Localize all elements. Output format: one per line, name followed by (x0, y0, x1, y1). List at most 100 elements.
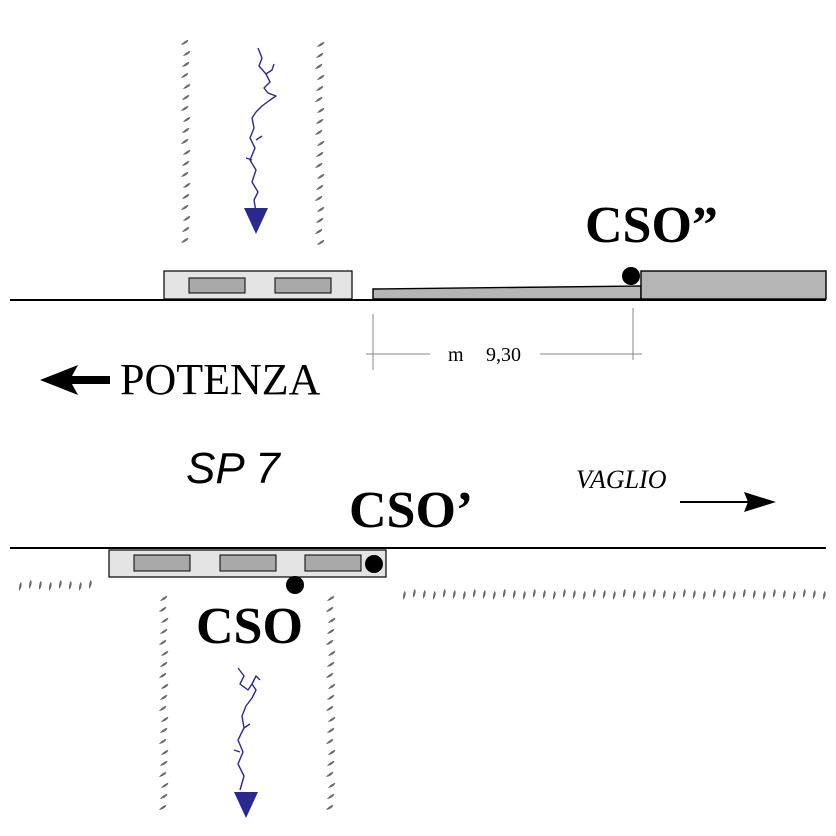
vegetation-tick (325, 639, 334, 645)
vegetation-tick (315, 85, 324, 91)
vegetation-tick (492, 591, 496, 600)
manhole-dot-icon (622, 267, 640, 285)
grate-slot (304, 554, 362, 572)
vegetation-tick (158, 804, 167, 810)
vegetation-tick (315, 52, 324, 58)
label-cso-mid: CSO’ (349, 482, 473, 539)
vegetation-tick (182, 50, 191, 56)
vegetation-tick (160, 617, 169, 623)
bottom-grate (108, 549, 387, 578)
vegetation-tick (314, 195, 323, 201)
vegetation-tick (327, 749, 336, 755)
vegetation-tick (159, 694, 168, 700)
vegetation-tick (582, 591, 586, 600)
vegetation-tick (159, 628, 168, 634)
vegetation-tick (326, 694, 335, 700)
vegetation-tick (692, 590, 696, 599)
vegetation-tick (552, 591, 556, 600)
vegetation-tick (181, 160, 190, 166)
vegetation-tick (181, 127, 190, 133)
vegetation-tick (180, 72, 189, 78)
vegetation-tick (652, 589, 656, 598)
label-road-name: SP 7 (186, 444, 281, 493)
grate-slot (274, 277, 332, 294)
manhole-dot-icon (286, 576, 304, 594)
vegetation-tick (316, 107, 325, 113)
vegetation-tick (792, 591, 796, 600)
vegetation-tick (662, 590, 666, 599)
vegetation-tick (732, 591, 736, 600)
vegetation-tick (159, 760, 168, 766)
vegetation-tick (642, 591, 646, 600)
vegetation-tick (325, 606, 334, 612)
vegetation-tick (180, 204, 189, 210)
dimension-unit: m (448, 344, 464, 366)
top-grate (163, 270, 353, 300)
vegetation-tick (482, 590, 486, 599)
vegetation-tick (182, 182, 191, 188)
vegetation-tick (325, 804, 334, 810)
vegetation-tick (622, 589, 626, 598)
vegetation-tick (159, 727, 168, 733)
vegetation-tick (181, 61, 190, 67)
vegetation-tick (326, 628, 335, 634)
vegetation-tick (182, 215, 191, 221)
vegetation-tick (316, 206, 325, 212)
vegetation-tick (38, 581, 42, 590)
vegetation-tick (158, 672, 167, 678)
vegetation-tick (325, 672, 334, 678)
vegetation-tick (325, 738, 334, 744)
vegetation-tick (326, 727, 335, 733)
vegetation-tick (812, 590, 816, 599)
vegetation-tick (712, 589, 716, 598)
vegetation-tick (472, 589, 476, 598)
vegetation-tick (316, 239, 325, 245)
vegetation-tick (327, 683, 336, 689)
vegetation-tick (612, 591, 616, 600)
vegetation-tick (316, 41, 325, 47)
vegetation-tick (326, 595, 335, 601)
grate-slot (219, 554, 277, 572)
vegetation-tick (158, 705, 167, 711)
vegetation-tick (180, 39, 189, 45)
vegetation-tick (682, 589, 686, 598)
vegetation-tick (327, 617, 336, 623)
vegetation-tick (462, 591, 466, 600)
vegetation-tick (158, 771, 167, 777)
vegetation-tick (412, 589, 416, 598)
vegetation-tick (327, 782, 336, 788)
flow-channel-top (245, 47, 277, 213)
vegetation-tick (742, 589, 746, 598)
vegetation-tick (327, 716, 336, 722)
flow-channel-bottom (233, 667, 261, 791)
vegetation-tick (315, 217, 324, 223)
vegetation-tick (572, 590, 576, 599)
vegetation-tick (326, 661, 335, 667)
vegetation-tick (325, 705, 334, 711)
grate-slot (188, 277, 246, 294)
vegetation-tick (180, 171, 189, 177)
vegetation-tick (181, 193, 190, 199)
vegetation-tick (158, 639, 167, 645)
vegetation-tick (68, 581, 72, 590)
vegetation-tick (592, 589, 596, 598)
label-vaglio: VAGLIO (576, 465, 667, 494)
vegetation-tick (58, 580, 62, 589)
vegetation-tick (316, 173, 325, 179)
vegetation-tick (78, 582, 82, 591)
vegetation-tick (822, 591, 826, 600)
vegetation-tick (314, 96, 323, 102)
vegetation-tick (702, 591, 706, 600)
grate-slot (133, 554, 191, 572)
vegetation-tick (314, 162, 323, 168)
vegetation-tick (180, 237, 189, 243)
dimension-marker: m 9,30 (366, 308, 642, 370)
vegetation-tick (314, 228, 323, 234)
vegetation-tick (182, 116, 191, 122)
vegetation-tick (502, 589, 506, 598)
curb-raised (640, 270, 827, 300)
vegetation-tick (672, 591, 676, 600)
vegetation-tick (542, 590, 546, 599)
vegetation-tick (325, 771, 334, 777)
